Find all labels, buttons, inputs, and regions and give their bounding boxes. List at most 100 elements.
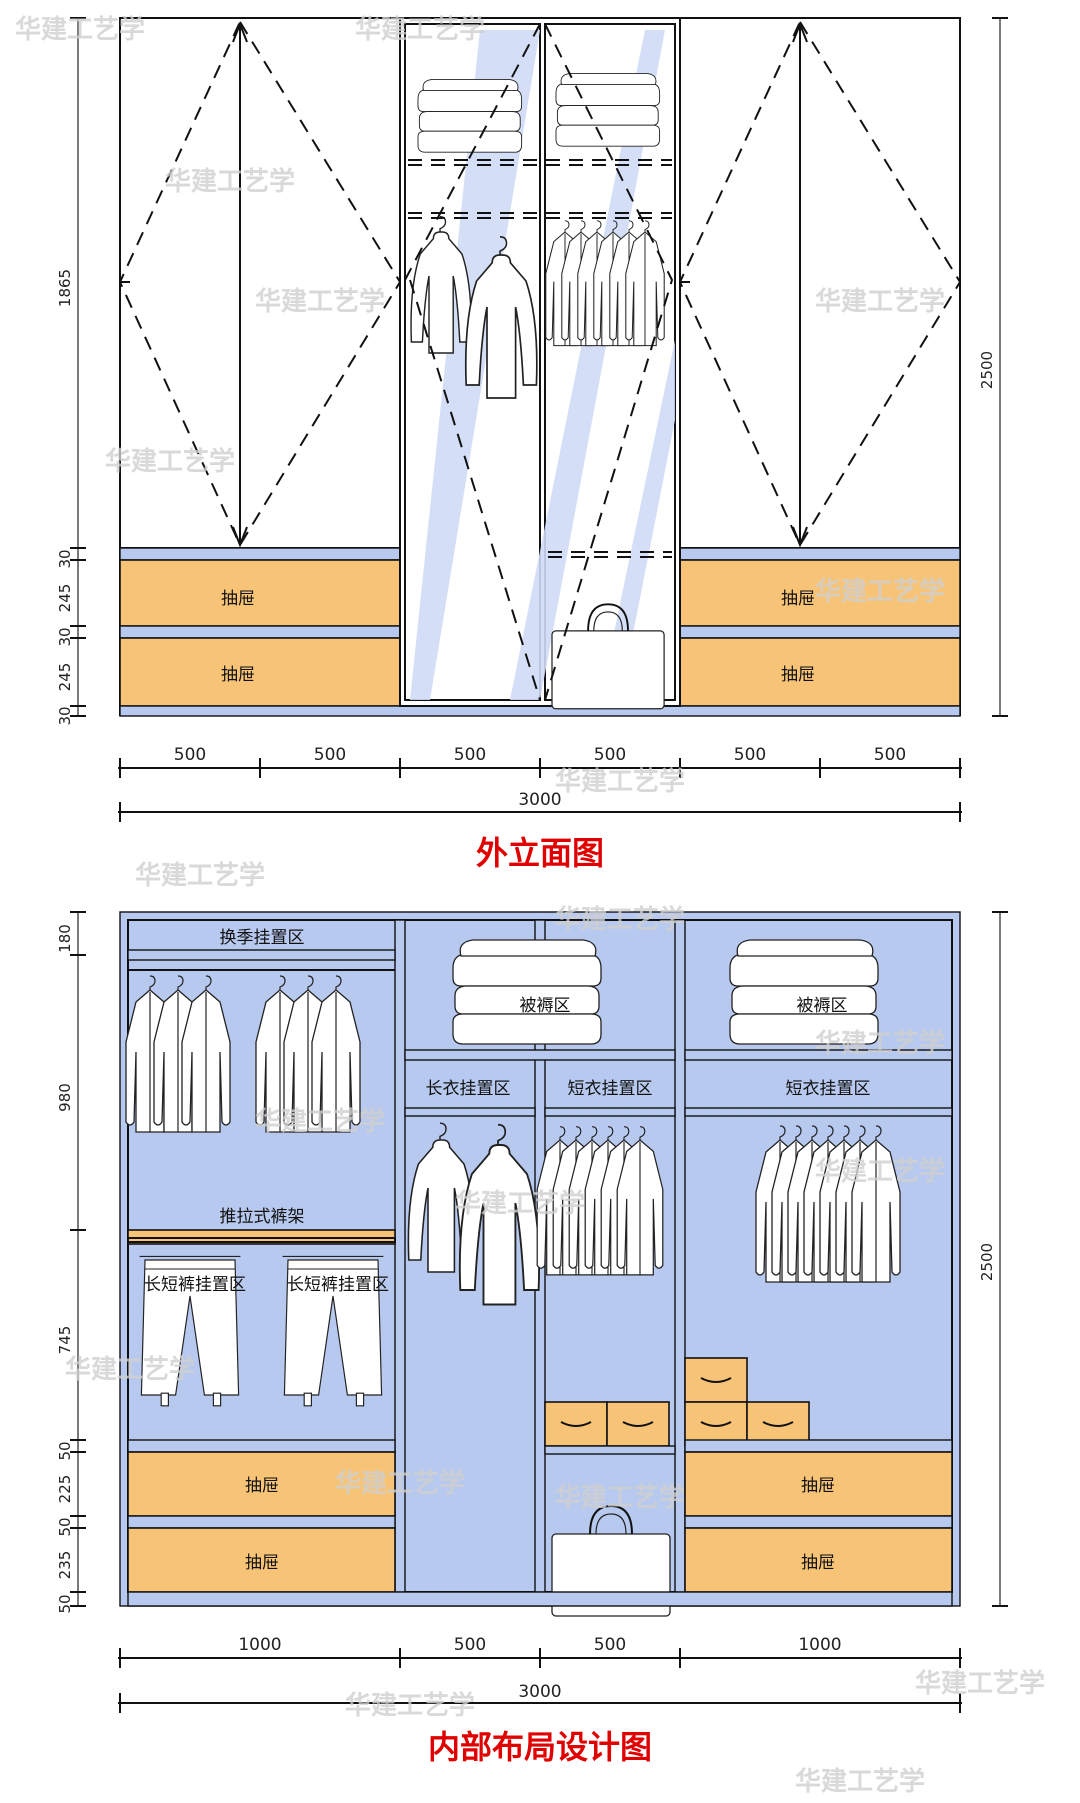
elev-right-dim: 2500 xyxy=(978,351,996,389)
small-drawer-mid-1 xyxy=(544,1401,608,1447)
elev-dim-5: 500 xyxy=(874,745,906,765)
elev-left-dim-1: 30 xyxy=(56,549,74,568)
int-right-dim: 2500 xyxy=(978,1243,996,1281)
elev-dim-0: 500 xyxy=(174,745,206,765)
mid-shelf xyxy=(404,1049,676,1061)
glass-door-left xyxy=(404,23,541,701)
watermark-2: 华建工艺学 xyxy=(165,166,295,197)
left-door-arrowheads xyxy=(232,21,248,548)
elev-dim-4: 500 xyxy=(734,745,766,765)
watermark-11: 华建工艺学 xyxy=(255,1106,385,1137)
left-drawer-upper-label: 抽屉 xyxy=(245,1476,279,1496)
left-drawer-upper xyxy=(119,559,401,627)
watermark-14: 华建工艺学 xyxy=(65,1354,195,1385)
left-drawer-lower xyxy=(127,1527,396,1593)
glass-reflection-edge xyxy=(600,340,675,700)
int-dim-2: 500 xyxy=(594,1635,626,1655)
right-rail-1 xyxy=(679,547,961,561)
left-door-swing-diamond xyxy=(118,19,402,548)
int-left-dim-0: 180 xyxy=(56,924,74,953)
elev-left-dim-3: 30 xyxy=(56,627,74,646)
right-shelf xyxy=(684,1049,953,1061)
int-left-dim-1: 980 xyxy=(56,1083,74,1112)
right-drawer-upper xyxy=(684,1451,953,1517)
long-rod-shelf xyxy=(404,1107,536,1117)
elev-total-width: 3000 xyxy=(518,790,561,810)
zone-long-coat: 长衣挂置区 xyxy=(426,1079,511,1099)
interior-plinth xyxy=(127,1591,953,1607)
int-left-dim-6: 235 xyxy=(56,1551,74,1580)
watermark-16: 华建工艺学 xyxy=(555,1482,685,1513)
watermark-19: 华建工艺学 xyxy=(795,1766,925,1797)
right-rail-2 xyxy=(684,1515,953,1529)
left-drawer-lower-label: 抽屉 xyxy=(245,1553,279,1573)
right-rail-2 xyxy=(679,625,961,639)
glass-reflection-right xyxy=(510,30,665,700)
right-drawer-upper-label: 抽屉 xyxy=(801,1476,835,1496)
elev-left-dim-0: 1865 xyxy=(56,269,74,307)
elevation-h-dims: 500 500 500 500 500 500 3000 xyxy=(118,745,962,822)
int-dim-3: 1000 xyxy=(798,1635,841,1655)
watermark-4: 华建工艺学 xyxy=(815,286,945,317)
int-left-dim-3: 50 xyxy=(56,1441,74,1460)
left-rail-1 xyxy=(119,547,401,561)
short-rod-shelf xyxy=(544,1107,676,1117)
watermark-13: 华建工艺学 xyxy=(815,1156,945,1187)
zone-pants-right: 长短裤挂置区 xyxy=(287,1275,389,1295)
int-left-dim-5: 50 xyxy=(56,1517,74,1536)
elevation-title: 外立面图 xyxy=(476,834,604,872)
elev-left-dim-2: 245 xyxy=(56,584,74,613)
int-dim-1: 500 xyxy=(454,1635,486,1655)
right-door-arrowheads xyxy=(792,21,808,548)
interior-view: 换季挂置区推拉式裤架长短裤挂置区长短裤挂置区抽屉抽屉被褥区长衣挂置区短衣挂置区被… xyxy=(56,911,1008,1766)
zone-pants-left: 长短裤挂置区 xyxy=(144,1275,246,1295)
elevation-plinth xyxy=(119,705,961,717)
interior-title: 内部布局设计图 xyxy=(428,1728,652,1766)
glass-door-swing xyxy=(404,23,674,701)
glass-bag xyxy=(551,603,666,710)
right-drawer-upper xyxy=(679,559,961,627)
zone-quilt-mid: 被褥区 xyxy=(520,996,571,1016)
zone-pull-rack: 推拉式裤架 xyxy=(220,1207,305,1227)
watermark-3: 华建工艺学 xyxy=(255,286,385,317)
mid-low-shelf xyxy=(544,1445,676,1455)
watermark-18: 华建工艺学 xyxy=(915,1668,1045,1699)
left-drawer-lower-label: 抽屉 xyxy=(221,665,255,685)
left-rail-2 xyxy=(127,1515,396,1529)
int-total-width: 3000 xyxy=(518,1682,561,1702)
watermark-10: 华建工艺学 xyxy=(815,1028,945,1059)
left-drawer-upper xyxy=(127,1451,396,1517)
watermark-12: 华建工艺学 xyxy=(455,1188,585,1219)
left-drawer-lower xyxy=(119,637,401,707)
elev-left-dim-5: 30 xyxy=(56,706,74,725)
elev-dim-2: 500 xyxy=(454,745,486,765)
glass-door-frame xyxy=(399,17,681,707)
right-drawer-upper-label: 抽屉 xyxy=(781,589,815,609)
right-drawer-lower-label: 抽屉 xyxy=(801,1553,835,1573)
int-left-dim-2: 745 xyxy=(56,1326,74,1355)
left-rail-2 xyxy=(119,625,401,639)
right-door-swing-diamond xyxy=(678,19,962,548)
elev-dim-3: 500 xyxy=(594,745,626,765)
small-drawer-right-top xyxy=(684,1357,748,1403)
left-rail-1 xyxy=(127,1439,396,1453)
watermark-0: 华建工艺学 xyxy=(15,14,145,45)
watermark-8: 华建工艺学 xyxy=(135,860,265,891)
watermark-15: 华建工艺学 xyxy=(335,1468,465,1499)
int-left-dim-7: 50 xyxy=(56,1594,74,1613)
right-drawer-lower-label: 抽屉 xyxy=(781,665,815,685)
watermark-5: 华建工艺学 xyxy=(105,446,235,477)
quilt-mid-folded xyxy=(452,939,602,1045)
left-drawer-upper-label: 抽屉 xyxy=(221,589,255,609)
int-left-dim-4: 225 xyxy=(56,1475,74,1504)
elev-dim-1: 500 xyxy=(314,745,346,765)
pull-rack-rod xyxy=(127,1237,396,1243)
glass-folded-right xyxy=(555,72,661,147)
small-drawer-mid-2 xyxy=(606,1401,670,1447)
zone-seasonal: 换季挂置区 xyxy=(220,928,305,948)
watermark-7: 华建工艺学 xyxy=(555,766,685,797)
right-drawer-lower xyxy=(679,637,961,707)
watermark-1: 华建工艺学 xyxy=(355,14,485,45)
